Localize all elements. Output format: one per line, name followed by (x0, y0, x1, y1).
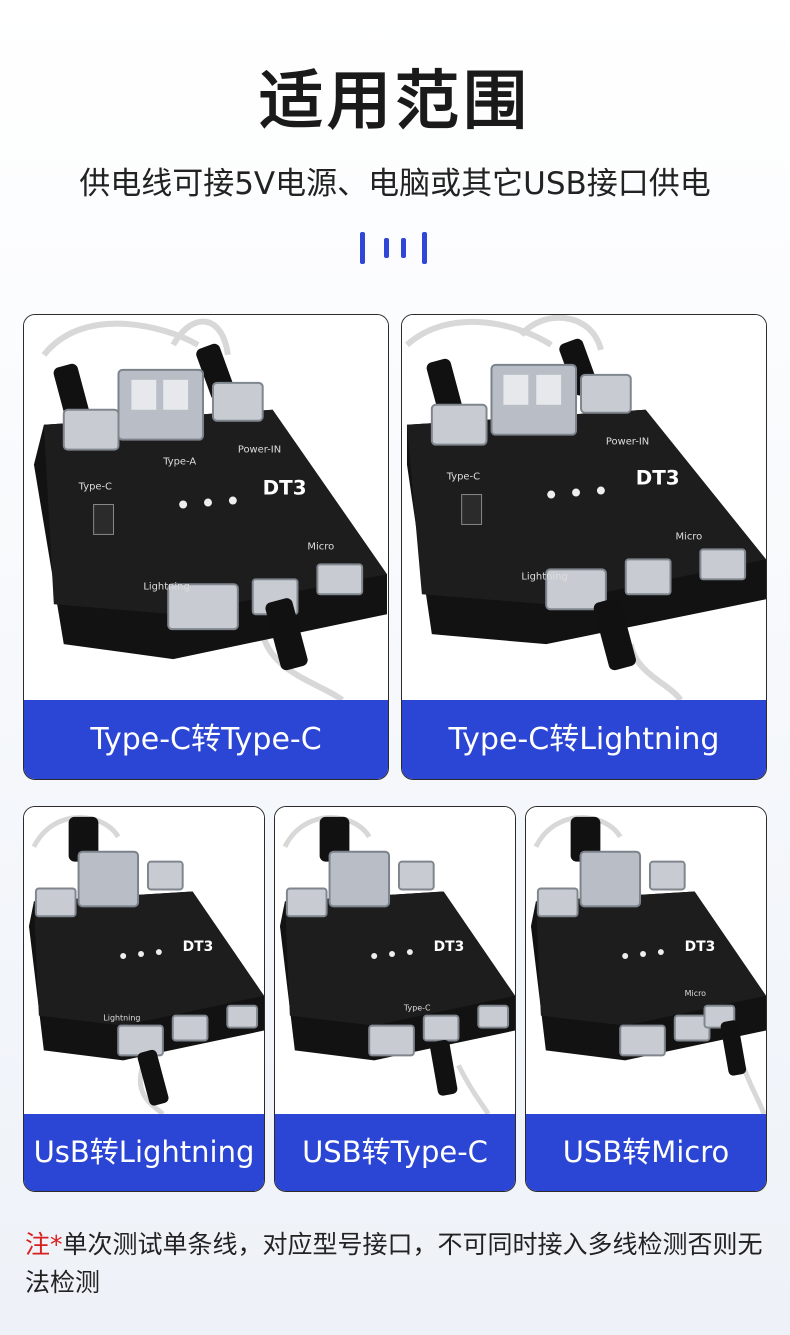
tester-board-photo: DT3 Type-C (275, 807, 515, 1114)
board-brand: DT3 (263, 477, 307, 500)
board-brand: DT3 (636, 467, 680, 490)
page-subtitle: 供电线可接5V电源、电脑或其它USB接口供电 (79, 166, 711, 202)
silk-micro: Micro (685, 989, 706, 998)
card-usb-to-micro: DT3 Micro USB转Micro (525, 806, 767, 1192)
silk-lightning: Lightning (103, 1014, 140, 1023)
silk-lightning: Lightning (143, 581, 189, 592)
card-label: USB转Type-C (275, 1114, 515, 1191)
silk-type-c: Type-C (403, 1004, 431, 1013)
silk-power-in: Power-IN (238, 445, 281, 456)
card-label: USB转Micro (526, 1114, 766, 1191)
board-brand: DT3 (685, 939, 716, 955)
card-label: UsB转Lightning (24, 1114, 264, 1191)
note-text: 单次测试单条线，对应型号接口，不可同时接入多线检测否则无法检测 (25, 1230, 763, 1297)
board-brand: DT3 (183, 939, 214, 955)
card-type-c-to-type-c: DT3 Type-C Type-A Power-IN Lightning Mic… (23, 314, 389, 780)
silk-micro: Micro (307, 541, 334, 552)
divider-bars-icon (360, 232, 430, 266)
silk-lightning: Lightning (521, 571, 567, 582)
silk-type-c: Type-C (446, 472, 480, 483)
card-label: Type-C转Type-C (24, 700, 388, 779)
board-brand: DT3 (434, 939, 465, 955)
tester-board-photo: DT3 Type-C Power-IN Lightning Micro (402, 315, 766, 700)
card-label: Type-C转Lightning (402, 700, 766, 779)
tester-board-photo: DT3 Lightning (24, 807, 264, 1114)
silk-type-a: Type-A (162, 457, 196, 468)
card-usb-to-lightning: DT3 Lightning UsB转Lightning (23, 806, 265, 1192)
usage-note: 注*单次测试单条线，对应型号接口，不可同时接入多线检测否则无法检测 (25, 1226, 770, 1302)
silk-micro: Micro (675, 531, 702, 542)
silk-type-c: Type-C (78, 482, 112, 493)
card-usb-to-type-c: DT3 Type-C USB转Type-C (274, 806, 516, 1192)
tester-board-photo: DT3 Type-C Type-A Power-IN Lightning Mic… (24, 315, 388, 700)
card-type-c-to-lightning: DT3 Type-C Power-IN Lightning Micro Type… (401, 314, 767, 780)
note-mark: 注* (25, 1230, 63, 1259)
page-title: 适用范围 (259, 65, 531, 139)
tester-board-photo: DT3 Micro (526, 807, 766, 1114)
silk-power-in: Power-IN (606, 437, 649, 448)
